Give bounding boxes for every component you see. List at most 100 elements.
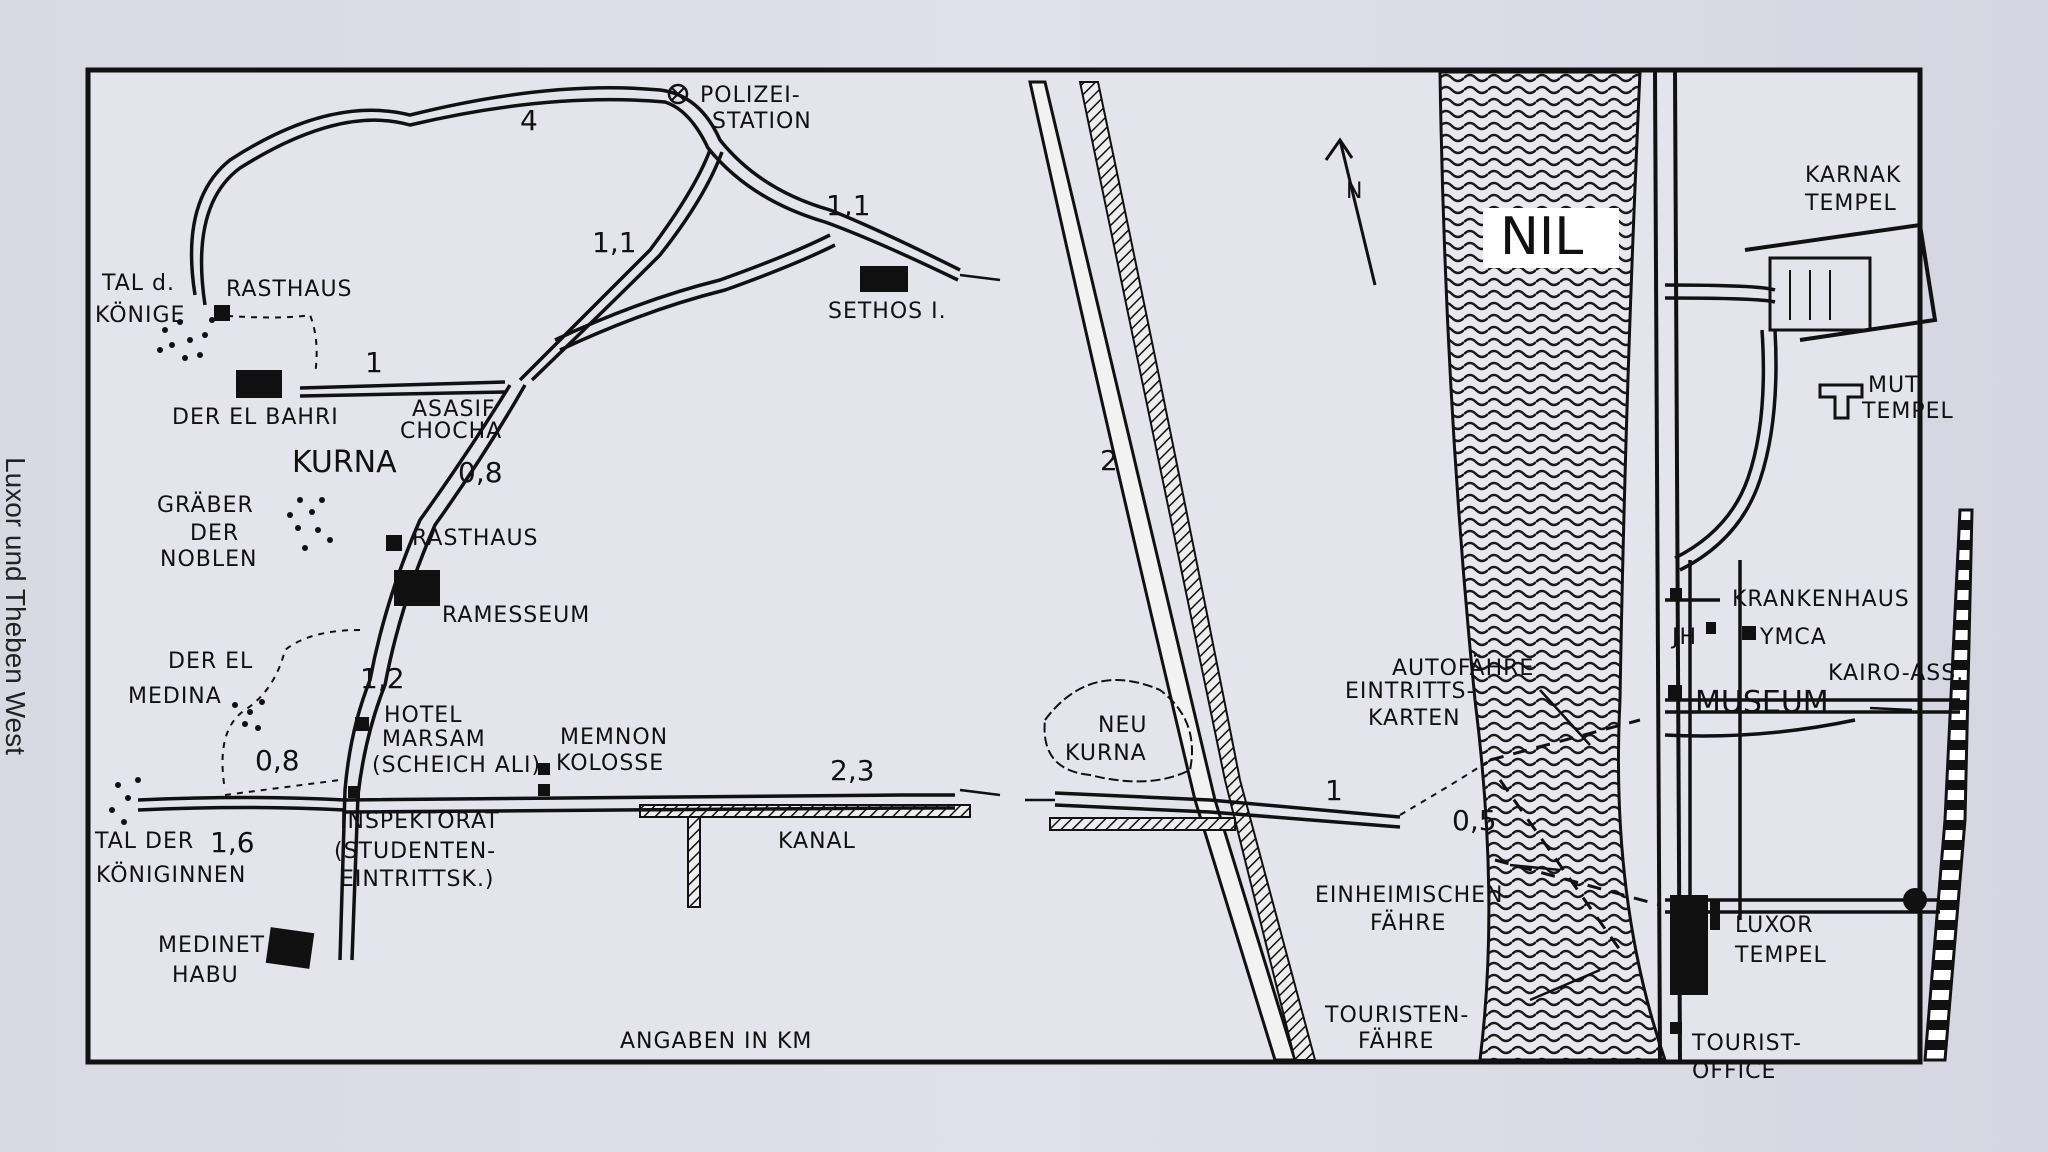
krankenhaus-icon: [1670, 588, 1682, 600]
label-eintritts-2: KARTEN: [1368, 706, 1461, 731]
distance-1-1b: 1,1: [592, 226, 637, 259]
rasthaus-1-icon: [214, 305, 230, 321]
compass-label: N: [1346, 179, 1363, 204]
distance-1a: 1: [365, 346, 383, 379]
label-einheimischen-2: FÄHRE: [1370, 910, 1446, 936]
label-jh: JH: [1670, 625, 1697, 650]
label-ymca: YMCA: [1759, 625, 1827, 650]
label-graeber-3: NOBLEN: [160, 547, 257, 572]
label-der-medina-1: DER EL: [168, 649, 253, 674]
nile-river: [1438, 70, 1668, 1062]
map-frame: [85, 67, 1923, 1065]
buildings: [214, 266, 1927, 1034]
jh-icon: [1706, 622, 1716, 634]
distance-1-1a: 1,1: [826, 189, 871, 222]
label-inspektorat-3: EINTRITTSK.): [340, 867, 495, 892]
distance-0-8a: 0,8: [458, 456, 503, 489]
nile-label: NIL: [1500, 207, 1583, 267]
railway: [1923, 508, 1974, 1062]
label-autofaehre: AUTOFÄHRE: [1392, 655, 1534, 681]
label-karnak-1: KARNAK: [1805, 163, 1901, 188]
label-hotel-1: HOTEL: [384, 703, 462, 728]
label-der-medina-2: MEDINA: [128, 684, 222, 709]
memnon-icon-a: [538, 763, 550, 775]
label-tourist-2: OFFICE: [1692, 1059, 1776, 1084]
sethos-icon: [860, 266, 908, 292]
medinet-habu-icon: [265, 927, 315, 969]
east-bank-road: [1653, 71, 1662, 1061]
ramesseum-icon: [394, 570, 440, 606]
label-rasthaus-1: RASTHAUS: [226, 277, 353, 302]
neu-kurna-zone: [1043, 679, 1193, 783]
label-medinet-1: MEDINET: [158, 933, 265, 958]
label-ramesseum: RAMESSEUM: [442, 603, 590, 628]
label-einheimischen-1: EINHEIMISCHEN-: [1315, 883, 1512, 908]
label-sethos: SETHOS I.: [828, 299, 947, 324]
label-neu-kurna-1: NEU: [1098, 713, 1147, 738]
distance-0-8b: 0,8: [255, 744, 300, 777]
labels: POLIZEI- STATION TAL d. KÖNIGE RASTHAUS …: [94, 83, 1964, 1084]
label-kanal: KANAL: [778, 829, 856, 854]
label-luxor-1: LUXOR: [1735, 913, 1814, 938]
label-hotel-2: MARSAM: [382, 727, 486, 752]
label-graeber-1: GRÄBER: [157, 492, 254, 518]
label-mut-1: MUT: [1868, 373, 1920, 398]
distance-1-6: 1,6: [210, 826, 255, 859]
distance-1b: 1: [1325, 774, 1343, 807]
distance-labels: 4 1,1 1,1 1 0,8 2 1,2 0,8 1,6 2,3 1 0,5: [210, 104, 1497, 859]
label-luxor-2: TEMPEL: [1734, 943, 1827, 968]
label-kairo: KAIRO-ASS.: [1828, 661, 1964, 686]
distance-1-2: 1,2: [360, 662, 405, 695]
label-museum: MUSEUM: [1695, 685, 1829, 720]
label-tal-koeniginnen-1: TAL DER: [94, 829, 194, 854]
ymca-icon: [1742, 626, 1756, 640]
canal-hatched: [1078, 81, 1317, 1061]
distance-4: 4: [520, 104, 538, 137]
museum-icon: [1668, 685, 1682, 701]
label-neu-kurna-2: KURNA: [1065, 741, 1147, 766]
nile-label-bg: [1483, 208, 1619, 268]
distance-2-3: 2,3: [830, 754, 875, 787]
label-chocha: CHOCHA: [400, 419, 502, 444]
luxor-temple-icon: [1670, 895, 1720, 995]
label-memnon-1: MEMNON: [560, 725, 668, 750]
mut-temple-icon: [1818, 383, 1864, 420]
label-der-el-bahri: DER EL BAHRI: [172, 405, 339, 430]
label-asasif: ASASIF: [412, 397, 496, 422]
label-tal-koenige-1: TAL d.: [101, 271, 175, 296]
tourist-office-icon: [1670, 1022, 1682, 1034]
rasthaus-2-icon: [386, 535, 402, 551]
polizei-icon: [667, 83, 689, 105]
label-inspektorat-2: (STUDENTEN-: [334, 839, 496, 864]
dot-clusters: [109, 317, 333, 825]
label-inspektorat-1: INSPEKTORAT: [340, 809, 500, 834]
label-karnak-2: TEMPEL: [1804, 191, 1897, 216]
label-krankenhaus: KRANKENHAUS: [1732, 587, 1910, 612]
label-polizei-2: STATION: [712, 109, 812, 134]
distance-2: 2: [1100, 444, 1118, 477]
label-medinet-2: HABU: [172, 963, 239, 988]
label-polizei-1: POLIZEI-: [700, 83, 801, 108]
label-rasthaus-2: RASTHAUS: [412, 526, 539, 551]
legend-label: ANGABEN IN KM: [620, 1029, 812, 1054]
footpaths: [214, 313, 1491, 816]
karnak-temple-icon: [1744, 222, 1938, 342]
label-kurna: KURNA: [292, 445, 397, 480]
compass-icon: [1324, 137, 1377, 286]
label-mut-2: TEMPEL: [1861, 399, 1954, 424]
railway-station-icon: [1903, 888, 1927, 912]
label-eintritts-1: EINTRITTS-: [1345, 679, 1475, 704]
label-tal-koenige-2: KÖNIGE: [95, 302, 185, 328]
label-memnon-2: KOLOSSE: [556, 751, 664, 776]
label-graeber-2: DER: [190, 521, 239, 546]
label-tourist-1: TOURIST-: [1691, 1031, 1802, 1056]
memnon-icon-b: [538, 784, 550, 796]
der-el-bahri-icon: [236, 370, 282, 398]
label-touristen-1: TOURISTEN-: [1324, 1003, 1469, 1028]
pointer-arrows: [959, 273, 1913, 1002]
label-touristen-2: FÄHRE: [1358, 1028, 1434, 1054]
hotel-icon: [355, 717, 369, 731]
label-hotel-3: (SCHEICH ALI): [372, 753, 541, 778]
